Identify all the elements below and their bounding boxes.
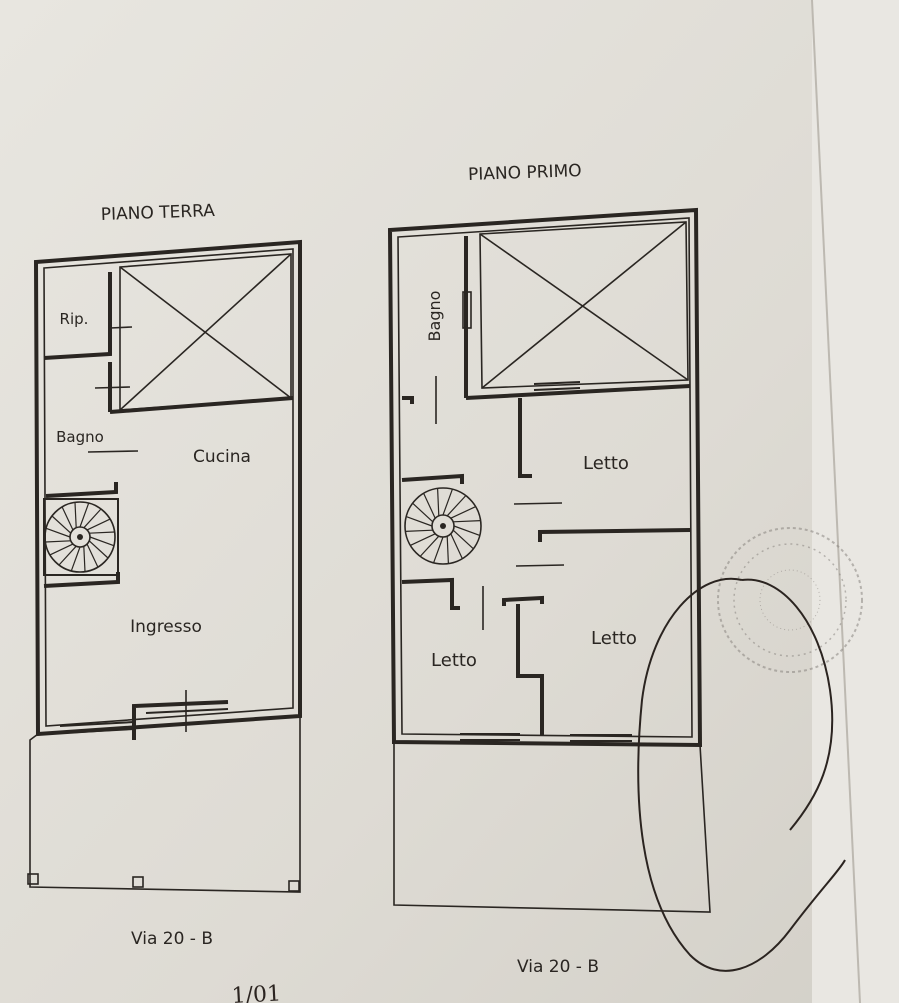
first-floor-title: PIANO PRIMO [468,161,582,185]
stair-tread [83,546,86,572]
first-void-bottom-wall [465,384,691,400]
ground-storage-label: Rip. [60,310,89,328]
stair-tread [423,493,436,519]
first-bed1-door [513,502,563,505]
stair-tread [453,525,481,536]
ground-void-diag-2 [119,253,292,411]
stair-tread [70,546,81,572]
first-stair-bottom-wall [401,577,460,610]
stair-tread [89,531,115,534]
first-bed1-wall [518,398,532,478]
ground-bath-label: Bagno [56,428,104,446]
first-bath-stub [402,396,414,404]
stair-tread [51,515,72,534]
first-bed1-bottom-wall [538,528,691,542]
stair-tread [437,488,440,516]
ground-stair-bottom-wall [43,572,120,588]
ground-street-label: Via 20 - B [131,929,213,949]
ground-storage-wall [43,272,112,360]
stair-tread [49,543,74,556]
ground-void-bottom-wall [109,396,294,414]
first-bath-vent [462,291,472,329]
ground-floor-title: PIANO TERRA [100,201,215,225]
stair-tread [419,535,440,557]
ground-spiral-stair [43,498,119,576]
first-void-diag-2 [481,221,687,389]
first-bed3-right-wall [516,604,544,736]
ground-courtyard [29,715,301,893]
stair-tread [61,506,74,531]
stair-tread [453,520,481,523]
stair-tread [446,495,467,517]
stair-tread [410,533,436,546]
stair-tread [446,536,449,564]
ground-pillar-3 [288,880,300,892]
handwritten-note: 1/01 [231,981,282,1003]
ground-bath-bottom-wall [45,482,118,498]
ground-bath-door-2 [87,450,139,453]
stair-tread [74,502,77,528]
ground-storage-door [109,326,133,329]
stair-tread [405,516,433,527]
page-edge-line [811,0,861,1003]
ground-kitchen-label: Cucina [193,447,251,467]
ground-entrance-door [145,701,229,714]
stair-tread [412,502,434,523]
first-hall-door [515,564,565,567]
ground-entrance-label: Ingresso [130,617,202,637]
first-void-diag-1 [479,233,689,381]
ground-floor-plan: PIANO TERRA Rip. Bagno Cucina Ingresso [27,201,302,949]
first-bed3-label: Letto [431,650,477,671]
stair-tread [405,529,433,532]
page-edge [812,0,899,1003]
stair-tread [58,545,77,566]
first-stair-top-wall [401,473,464,484]
stair-tread [450,506,476,519]
stair-tread [89,536,115,547]
first-bed1-label: Letto [583,453,629,474]
stair-tread [45,540,71,543]
stair-tread [86,518,111,531]
first-courtyard [393,741,711,913]
ground-pillar-1 [27,873,39,885]
stair-tread [86,543,99,568]
stair-tread [450,533,463,559]
stair-tread [79,502,90,528]
first-inner-wall [397,217,693,738]
first-bath-label: Bagno [425,291,444,342]
ground-pillar-2 [132,876,144,888]
stair-tread [433,536,444,564]
first-floor-plan: PIANO PRIMO Bagno Letto [387,161,711,977]
first-spiral-stair [404,487,482,565]
stair-tread [45,527,71,538]
stair-tread [442,488,453,516]
official-stamp [717,527,863,673]
first-window-2 [570,734,632,742]
first-bed2-label: Letto [591,628,637,649]
ground-bath-door [94,386,131,389]
first-bed3-top-wall [502,595,544,606]
stair-tread [88,540,109,559]
signature-loop [637,577,846,972]
stair-tread [452,529,474,550]
ground-inner-wall [43,248,294,727]
first-window-1 [460,733,520,741]
stair-tread [83,508,102,529]
first-street-label: Via 20 - B [517,957,599,977]
first-void-window [533,381,581,391]
